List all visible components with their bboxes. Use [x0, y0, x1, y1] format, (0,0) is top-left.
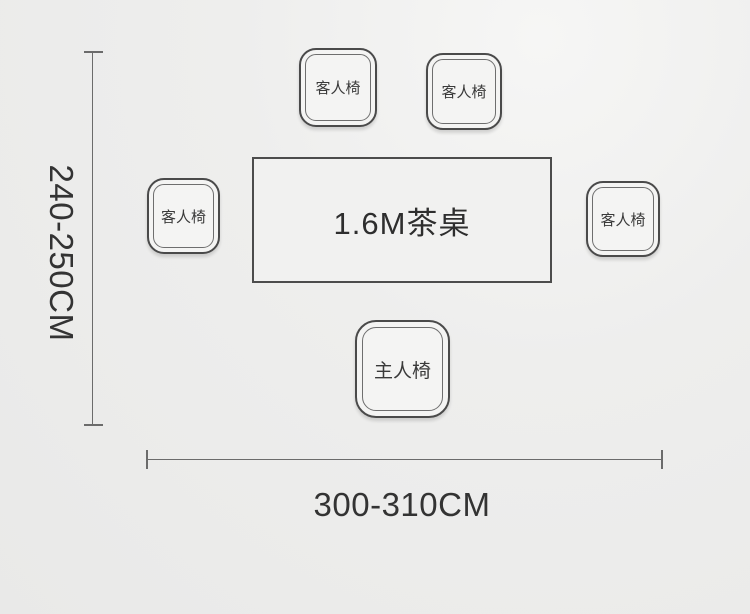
guest-chair-left-label: 客人椅	[160, 208, 206, 226]
guest-chair-top-right: 客人椅	[426, 53, 502, 130]
guest-chair-right-label: 客人椅	[600, 211, 646, 229]
guest-chair-top-right-label: 客人椅	[441, 84, 487, 101]
horizontal-dimension-label: 300-310CM	[313, 486, 491, 523]
vertical-dimension-cap-top	[84, 51, 103, 53]
guest-chair-top-left: 客人椅	[299, 48, 377, 127]
horizontal-dimension-cap-left	[146, 450, 148, 469]
host-chair-bottom-label: 主人椅	[373, 360, 431, 382]
guest-chair-right-seat: 客人椅	[592, 187, 654, 251]
guest-chair-right: 客人椅	[586, 181, 660, 257]
guest-chair-left: 客人椅	[147, 178, 220, 254]
host-chair-bottom-seat: 主人椅	[362, 327, 443, 411]
tea-table: 1.6M茶桌	[252, 157, 552, 283]
vertical-dimension-label: 240-250CM	[43, 164, 80, 342]
vertical-dimension-line	[92, 52, 93, 425]
horizontal-dimension-cap-right	[661, 450, 663, 469]
host-chair-bottom: 主人椅	[355, 320, 450, 418]
guest-chair-top-left-seat: 客人椅	[305, 54, 371, 121]
guest-chair-left-seat: 客人椅	[153, 184, 214, 248]
guest-chair-top-left-label: 客人椅	[315, 80, 361, 97]
guest-chair-top-right-seat: 客人椅	[432, 59, 496, 124]
tea-table-label: 1.6M茶桌	[333, 205, 471, 241]
horizontal-dimension-line	[147, 459, 662, 460]
vertical-dimension-cap-bottom	[84, 424, 103, 426]
